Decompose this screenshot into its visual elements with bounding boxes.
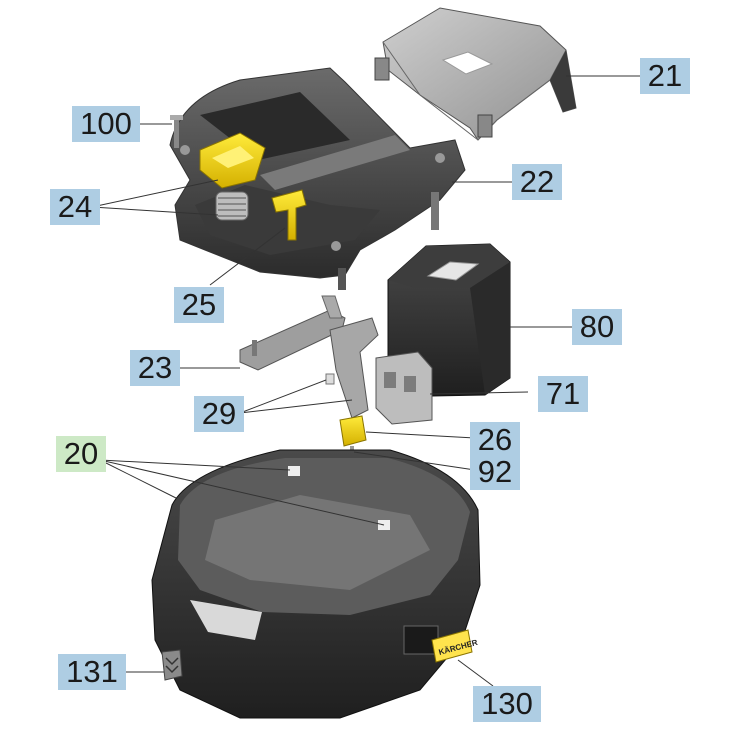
- yellow-connector-part-26: [339, 415, 367, 447]
- callout-23: 23: [130, 350, 180, 386]
- leader-line-29b: [239, 399, 353, 414]
- callout-130: 130: [473, 686, 541, 722]
- callout-131: 131: [58, 654, 126, 690]
- leader-line-25: [209, 227, 286, 286]
- leader-line-20c: [99, 459, 177, 499]
- logo-plate-part-131: [161, 649, 183, 681]
- spring-part-24: [215, 191, 249, 221]
- brand-label-part-130: KÄRCHER: [431, 629, 479, 663]
- callout-29: 29: [194, 396, 244, 432]
- callout-71: 71: [538, 376, 588, 412]
- leader-line-71: [429, 391, 529, 395]
- upper-frame-part-22: [169, 67, 466, 290]
- callout-25: 25: [174, 287, 224, 323]
- leader-line-20a: [99, 459, 291, 471]
- callout-20: 20: [56, 436, 106, 472]
- callout-92: 92: [470, 454, 520, 490]
- battery-holder-part-71: [375, 351, 433, 425]
- callout-24: 24: [50, 189, 100, 225]
- callout-80: 80: [572, 309, 622, 345]
- callout-100: 100: [72, 106, 140, 142]
- callout-21: 21: [640, 58, 690, 94]
- leader-line-24b: [91, 206, 219, 216]
- leader-line-29a: [239, 379, 327, 414]
- arm-part-23: [239, 295, 346, 371]
- leader-lines: [91, 75, 642, 687]
- leader-line-24a: [91, 179, 219, 208]
- callout-26: 26: [470, 422, 520, 458]
- main-housing: [151, 449, 481, 719]
- yellow-button-part-24: [199, 132, 266, 189]
- yellow-clip-part-25: [271, 189, 307, 241]
- lever-part-29: [325, 317, 379, 419]
- leader-line-92: [353, 451, 476, 471]
- screw-part-100: [170, 115, 183, 148]
- callout-22: 22: [512, 164, 562, 200]
- leader-line-26: [365, 431, 476, 439]
- leader-line-130: [457, 659, 494, 687]
- cover-lid-part-21: [374, 7, 577, 141]
- leader-line-20b: [99, 459, 385, 526]
